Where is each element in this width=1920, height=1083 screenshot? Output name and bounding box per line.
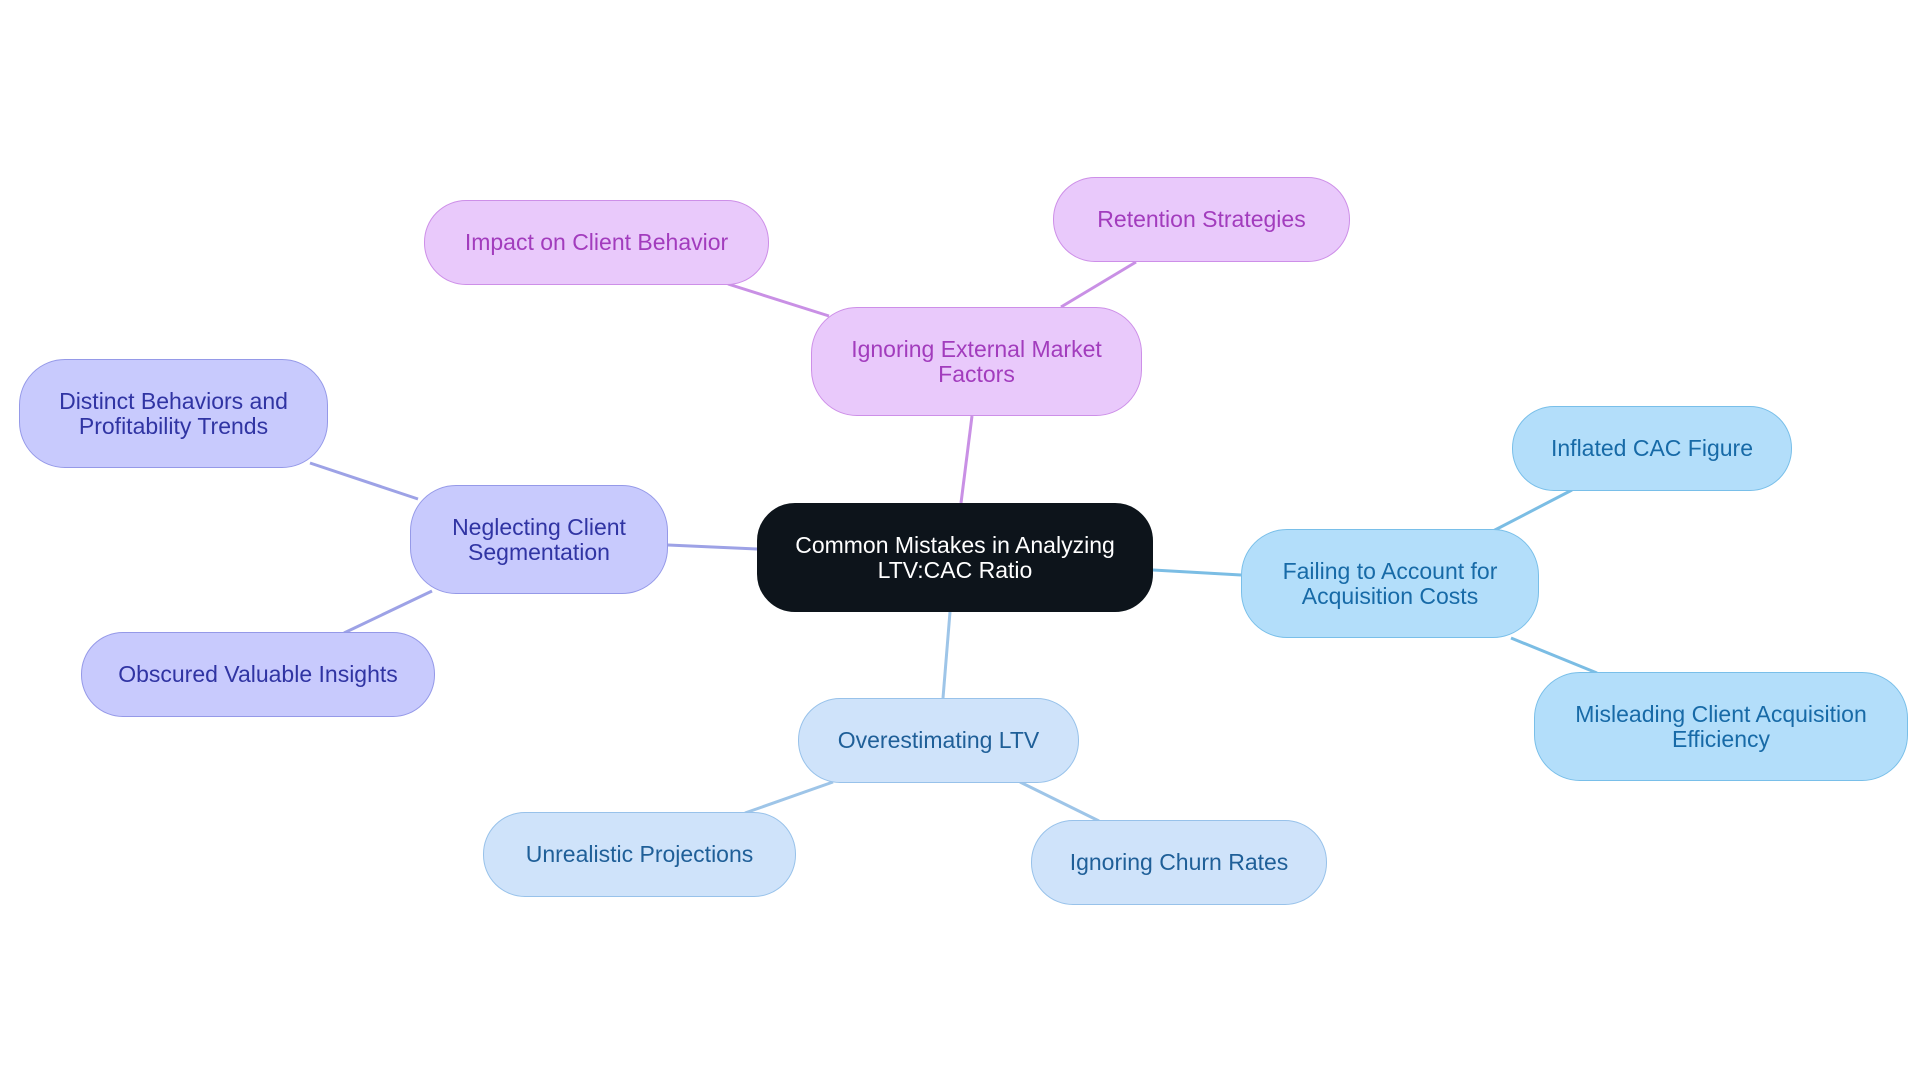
edge-root-acquisition-costs — [1152, 568, 1242, 577]
edge-ltv-churn — [1019, 780, 1100, 823]
edge-segmentation-obscured — [343, 589, 433, 635]
node-label: Ignoring Churn Rates — [1069, 849, 1289, 875]
node-label: Impact on Client Behavior — [464, 229, 729, 255]
edge-acquisition-inflated-cac — [1492, 488, 1573, 533]
root-node-label: Common Mistakes in Analyzing LTV:CAC Rat… — [795, 531, 1115, 583]
node-overestimating-ltv[interactable]: Overestimating LTV — [798, 698, 1079, 783]
node-label: Overestimating LTV — [837, 727, 1040, 753]
node-distinct-behaviors-and-profitability-trends[interactable]: Distinct Behaviors and Profitability Tre… — [19, 359, 328, 468]
edge-root-external-market — [959, 415, 974, 504]
node-ignoring-churn-rates[interactable]: Ignoring Churn Rates — [1031, 820, 1327, 905]
edge-root-segmentation — [667, 543, 758, 551]
node-obscured-valuable-insights[interactable]: Obscured Valuable Insights — [81, 632, 435, 717]
node-misleading-client-acquisition-efficiency[interactable]: Misleading Client Acquisition Efficiency — [1534, 672, 1908, 781]
node-label: Retention Strategies — [1097, 206, 1306, 232]
node-ignoring-external-market-factors[interactable]: Ignoring External Market Factors — [811, 307, 1142, 416]
node-impact-on-client-behavior[interactable]: Impact on Client Behavior — [424, 200, 769, 285]
node-neglecting-client-segmentation[interactable]: Neglecting Client Segmentation — [410, 485, 668, 594]
edge-external-client-behavior — [727, 282, 830, 318]
edge-ltv-unrealistic — [744, 780, 834, 815]
node-failing-to-account-for-acquisition-costs[interactable]: Failing to Account for Acquisition Costs — [1241, 529, 1539, 638]
node-label: Unrealistic Projections — [525, 841, 754, 867]
node-label: Ignoring External Market Factors — [851, 335, 1102, 387]
node-label: Neglecting Client Segmentation — [452, 513, 626, 565]
edge-segmentation-distinct — [309, 461, 419, 501]
node-unrealistic-projections[interactable]: Unrealistic Projections — [483, 812, 796, 897]
edge-acquisition-misleading — [1510, 636, 1598, 675]
node-label: Obscured Valuable Insights — [118, 661, 398, 687]
node-retention-strategies[interactable]: Retention Strategies — [1053, 177, 1350, 262]
node-inflated-cac-figure[interactable]: Inflated CAC Figure — [1512, 406, 1792, 491]
root-node[interactable]: Common Mistakes in Analyzing LTV:CAC Rat… — [757, 503, 1153, 612]
edge-root-overestimating-ltv — [941, 611, 952, 699]
node-label: Misleading Client Acquisition Efficiency — [1575, 700, 1867, 752]
node-label: Failing to Account for Acquisition Costs — [1282, 557, 1498, 609]
edge-external-retention — [1060, 260, 1137, 309]
node-label: Distinct Behaviors and Profitability Tre… — [59, 387, 288, 439]
node-label: Inflated CAC Figure — [1551, 435, 1753, 461]
